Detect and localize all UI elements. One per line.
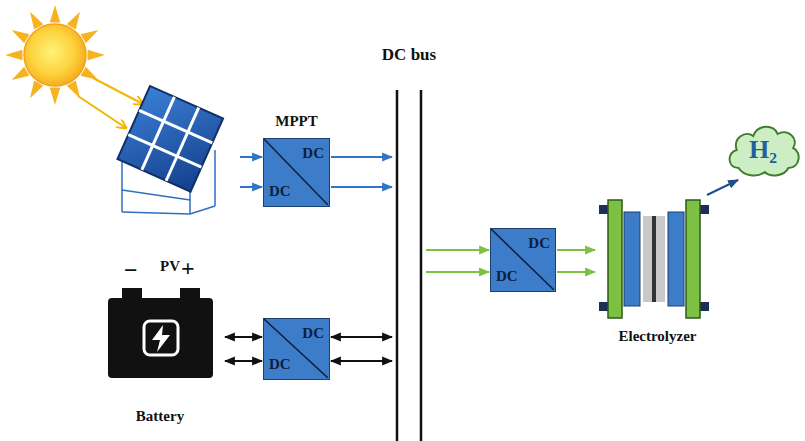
- grid-line: [128, 135, 201, 168]
- electrode-plate: [624, 212, 640, 306]
- dc-dc-converter: DC DC: [490, 228, 556, 292]
- end-plate: [686, 200, 700, 318]
- stand-leg: [189, 192, 191, 214]
- converter-label: DC: [496, 269, 518, 284]
- stand-bar: [190, 206, 215, 214]
- bus-line: [396, 90, 399, 441]
- sunlight-arrow: [93, 78, 143, 104]
- grid-line: [142, 97, 175, 170]
- power-flow-arrow: [707, 180, 738, 195]
- converter-label: DC: [302, 326, 324, 341]
- mppt-converter: MPPTDCDC: [263, 138, 330, 207]
- converter-label: DC: [302, 146, 324, 161]
- sun-ray: [50, 5, 61, 22]
- component-heading: MPPT: [275, 114, 318, 129]
- arrow-line: [331, 336, 392, 338]
- battery-body: [108, 298, 213, 378]
- grid-line: [139, 110, 212, 143]
- electrode-plate: [668, 212, 684, 306]
- membrane: [643, 216, 665, 302]
- electrolyzer-stack: [599, 200, 709, 318]
- arrow-line: [557, 271, 595, 273]
- converter-diagonal: [264, 139, 328, 205]
- component-label: Electrolyzer: [596, 327, 719, 345]
- lightning-bolt: [152, 325, 170, 352]
- arrow-line: [225, 360, 262, 362]
- battery-icon: [108, 288, 213, 378]
- arrow-line: [331, 186, 392, 188]
- pv-panel: [117, 86, 223, 192]
- grid-line: [166, 108, 199, 181]
- arrow-line: [240, 156, 262, 158]
- arrow-line: [426, 271, 489, 273]
- stand-bar: [122, 212, 190, 214]
- component-label: Battery: [96, 407, 224, 425]
- converter-label: DC: [269, 357, 291, 372]
- dc-bus: DC bus: [393, 90, 425, 441]
- hydrogen-cloud: H₂: [724, 118, 802, 180]
- power-flow-arrow: [426, 250, 489, 272]
- power-flow-arrow: [557, 250, 595, 272]
- arrow-line: [557, 249, 595, 251]
- membrane-core: [652, 216, 656, 302]
- sun-ray: [88, 50, 105, 61]
- bus-line: [420, 90, 423, 441]
- end-plate: [608, 200, 622, 318]
- battery-badge: [144, 321, 178, 355]
- sun-icon: [5, 5, 105, 105]
- panel-grid: [117, 86, 223, 192]
- converter-diagonal: [491, 229, 554, 290]
- component-label: PV: [101, 257, 239, 275]
- arrow-line: [240, 186, 262, 188]
- arrow-line: [426, 249, 489, 251]
- arrow-line: [225, 336, 262, 338]
- polarity-sign: +: [181, 256, 195, 280]
- converter-label: DC: [269, 184, 291, 199]
- power-flow-arrow: [331, 157, 392, 187]
- arrow-line: [707, 180, 738, 195]
- stand-leg: [121, 162, 123, 212]
- bus-heading: DC bus: [382, 46, 436, 63]
- panel-body: [117, 86, 223, 192]
- converter-diagonal: [264, 319, 328, 378]
- stand-bar: [122, 190, 190, 200]
- power-flow-arrow: [331, 337, 392, 361]
- sunlight-arrow: [78, 96, 126, 128]
- bus-bars: [393, 90, 425, 441]
- battery: Battery: [96, 285, 224, 425]
- arrow-line: [331, 360, 392, 362]
- converter-label: DC: [528, 236, 550, 251]
- power-flow-arrow: [240, 157, 262, 187]
- polarity-sign: −: [124, 258, 138, 282]
- sun-ray: [50, 88, 61, 105]
- stand-leg: [214, 150, 216, 206]
- sun-ray: [5, 50, 22, 61]
- power-flow-arrow: [225, 337, 262, 361]
- pv-module: PV: [101, 80, 239, 275]
- sun-disc: [24, 24, 86, 86]
- sun-rays: [5, 5, 105, 105]
- product-label: H₂: [749, 137, 777, 163]
- arrow-line: [331, 156, 392, 158]
- dc-dc-converter: DC DC: [263, 318, 330, 380]
- electrolyzer: Electrolyzer: [596, 195, 719, 345]
- cloud-outline: [730, 127, 799, 176]
- sunlight-arrows: [78, 78, 143, 128]
